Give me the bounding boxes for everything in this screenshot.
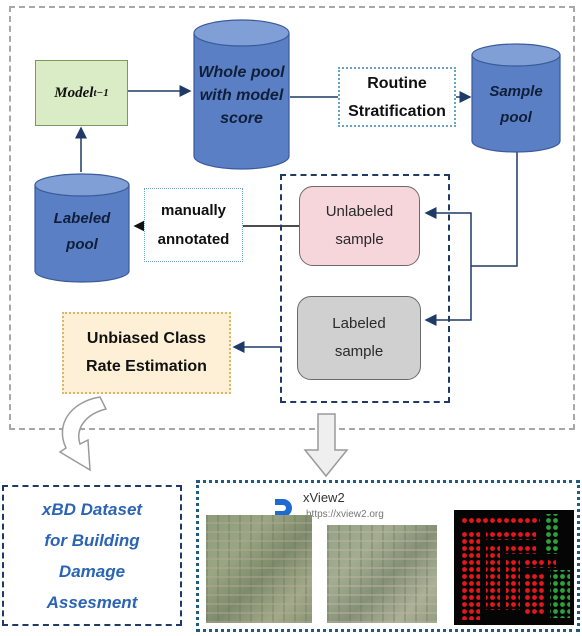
xview-section: xView2 https://xview2.org [196,480,580,632]
xbd-dataset-box: xBD Dataset for Building Damage Assesmen… [2,485,182,626]
curved-arrow-to-xbd [58,396,108,472]
unlabeled-sample-box: Unlabeled sample [299,186,420,266]
labeled-pool-cylinder: Labeled pool [34,173,130,284]
damage-map-dots [460,514,570,620]
arrow-to-unlabeled-sample [424,207,472,266]
labeled-sample-box: Labeled sample [297,296,421,380]
labeled-pool-line-2: pool [66,236,98,254]
xbd-line-2: for Building [44,531,140,551]
xview-url: https://xview2.org [306,509,384,520]
workflow-frame [9,6,575,430]
labeled-sample-line-2: sample [334,343,384,360]
model-label: Model [54,84,94,101]
unlabeled-line-1: Unlabeled [325,202,394,220]
post-disaster-image [327,525,437,623]
whole-pool-line-3: score [220,110,263,128]
arrow-to-labeled-sample [424,266,472,326]
routine-line-1: Routine [367,75,427,92]
whole-pool-line-2: with model [199,87,284,105]
estimation-box: Unbiased Class Rate Estimation [62,312,231,394]
damage-map-image [454,510,574,625]
xview-title: xView2 [303,490,345,505]
manually-line-2: annotated [157,231,230,248]
xbd-line-3: Damage [58,562,126,582]
routine-stratification-box: Routine Stratification [338,67,456,127]
estimation-line-1: Unbiased Class [86,330,207,347]
manually-annotated-box: manually annotated [144,188,243,262]
pre-disaster-image [206,515,312,623]
sample-pool-line-1: Sample [489,83,543,100]
whole-pool-line-1: Whole pool [198,64,285,81]
down-arrow-to-xview [303,413,349,478]
model-subscript: t−1 [93,87,109,99]
manually-line-1: manually [160,202,227,219]
routine-line-2: Stratification [348,103,446,120]
sample-pool-line-2: pool [500,109,532,127]
xbd-line-4: Assesment [46,593,138,613]
sample-pool-cylinder: Sample pool [471,43,561,154]
labeled-sample-line-1: Labeled [332,314,386,332]
unlabeled-line-2: sample [335,231,384,248]
estimation-line-2: Rate Estimation [86,358,207,375]
labeled-pool-line-1: Labeled [53,210,111,227]
xbd-line-1: xBD Dataset [41,500,143,519]
xview-logo-icon [275,499,292,517]
line-sample-pool-down [471,152,518,267]
whole-pool-cylinder: Whole pool with model score [193,18,290,171]
sample-group-frame [280,174,450,403]
